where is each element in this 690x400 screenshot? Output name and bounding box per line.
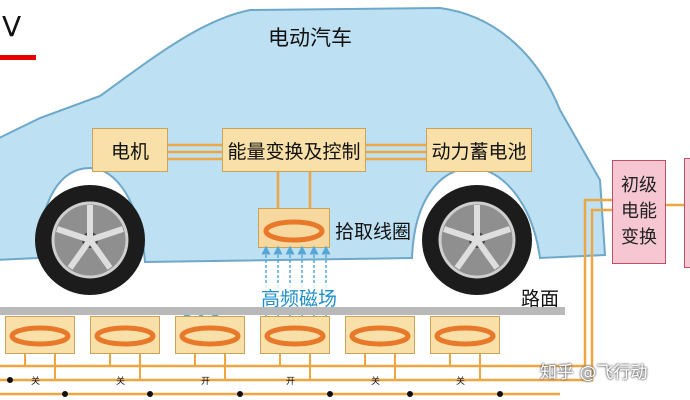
front-wheel-front (422, 185, 532, 295)
hf-field-label: 高频磁场 (259, 284, 340, 311)
corner-mark-label: V (2, 10, 22, 43)
road-surface-label: 路面 (521, 288, 560, 310)
ground-coil-5 (345, 316, 415, 354)
ground-coil-1 (5, 316, 75, 354)
vehicle-title: 电动汽车 (268, 26, 352, 50)
ground-coil-6 (430, 316, 500, 354)
pickup-coil-label: 拾取线圈 (335, 221, 412, 243)
battery-label: 动力蓄电池 (431, 140, 527, 163)
switch-label-3: 开 (201, 377, 211, 387)
switch-label-4: 开 (286, 377, 296, 387)
switch-label-6: 关 (456, 377, 466, 387)
primary-conversion-line-3: 变换 (621, 227, 657, 248)
primary-conversion-box: 初级 电能 变换 (612, 160, 666, 264)
ground-coil-3 (175, 316, 245, 354)
switch-label-1: 关 (31, 377, 41, 387)
energy-conversion-box: 能量变换及控制 (222, 128, 366, 172)
motor-label: 电机 (110, 140, 149, 163)
switch-label-5: 关 (371, 377, 381, 387)
corner-red-bar (0, 55, 36, 60)
primary-conversion-line-2: 电能 (621, 201, 657, 222)
ground-coil-4 (260, 316, 330, 354)
ground-coil-2 (90, 316, 160, 354)
motor-box: 电机 (92, 128, 168, 172)
energy-conversion-label: 能量变换及控制 (227, 140, 361, 163)
grid-box-partial (684, 158, 690, 268)
primary-conversion-line-1: 初级 (621, 175, 657, 196)
watermark: 知乎 @飞行动 (540, 363, 648, 383)
road-surface (0, 307, 565, 315)
switch-label-2: 关 (116, 377, 126, 387)
battery-box: 动力蓄电池 (426, 128, 532, 172)
front-wheel-rear (35, 185, 145, 295)
